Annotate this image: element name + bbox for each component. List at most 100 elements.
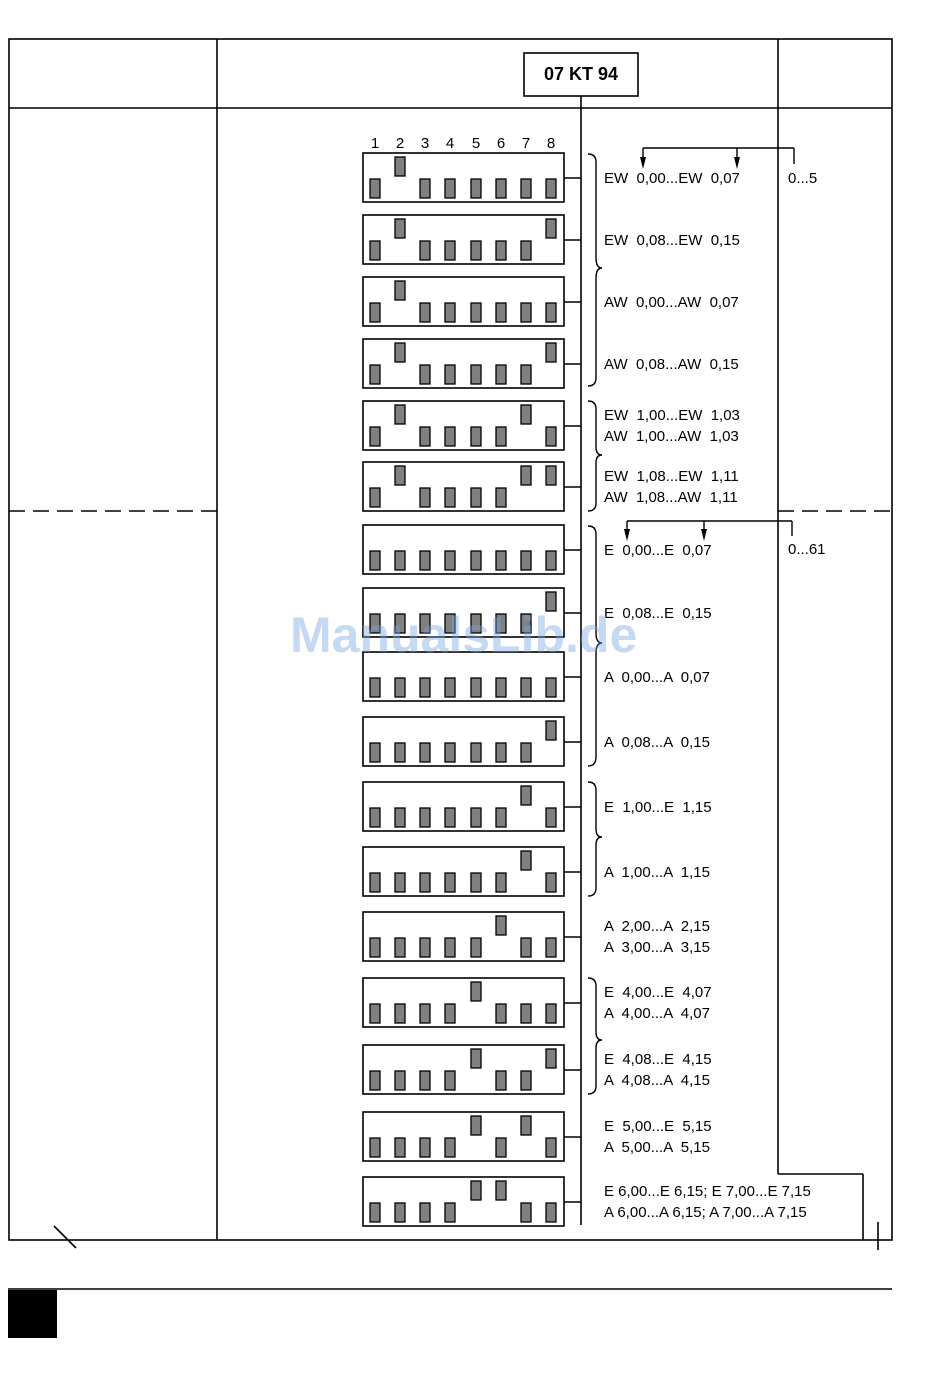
module-label-box: 07 KT 94 <box>523 52 639 97</box>
dip-switch-off <box>369 613 381 634</box>
dip-switch-off <box>419 178 431 199</box>
dip-switch-off <box>545 872 557 893</box>
dip-switch-on <box>545 1048 557 1069</box>
dip-switch-off <box>495 1003 507 1024</box>
dip-switch-off <box>470 302 482 323</box>
dip-switch-off <box>394 937 406 958</box>
dip-switch-off <box>419 364 431 385</box>
dip-switch-off <box>495 1137 507 1158</box>
dip-switch-off <box>444 677 456 698</box>
dip-switch-off <box>520 677 532 698</box>
dip-switch-on <box>495 1180 507 1201</box>
dip-switch-block <box>362 846 565 897</box>
table-frame <box>8 38 893 1290</box>
dip-switch-off <box>419 1070 431 1091</box>
address-range-label: A 4,00...A 4,07 <box>604 1005 710 1022</box>
dip-switch-on <box>545 591 557 612</box>
dip-switch-off <box>495 677 507 698</box>
dip-switch-off <box>444 1202 456 1223</box>
dip-switch-off <box>444 872 456 893</box>
address-range-label: E 1,00...E 1,15 <box>604 799 712 816</box>
dip-switch-off <box>394 742 406 763</box>
dip-switch-off <box>419 487 431 508</box>
dip-switch-off <box>444 178 456 199</box>
dip-switch-off <box>495 487 507 508</box>
dip-switch-off <box>394 613 406 634</box>
dip-switch-off <box>470 240 482 261</box>
range-label-lower: 0...61 <box>788 541 826 558</box>
dip-switch-off <box>419 872 431 893</box>
dip-switch-off <box>520 364 532 385</box>
address-range-label: A 5,00...A 5,15 <box>604 1139 710 1156</box>
dip-switch-block <box>362 214 565 265</box>
address-range-label: A 1,00...A 1,15 <box>604 864 710 881</box>
dip-switch-off <box>545 1137 557 1158</box>
dip-switch-off <box>545 807 557 828</box>
address-range-label: EW 1,08...EW 1,11 <box>604 468 739 485</box>
dip-switch-off <box>470 364 482 385</box>
dip-switch-off <box>545 677 557 698</box>
dip-switch-off <box>520 240 532 261</box>
dip-switch-off <box>470 178 482 199</box>
dip-switch-block <box>362 651 565 702</box>
dip-switch-off <box>369 550 381 571</box>
dip-switch-off <box>520 742 532 763</box>
dip-switch-off <box>444 240 456 261</box>
dip-switch-off <box>470 937 482 958</box>
dip-switch-off <box>520 302 532 323</box>
dip-switch-on <box>470 1115 482 1136</box>
dip-switch-on <box>520 785 532 806</box>
range-arrows-upper <box>640 147 795 169</box>
dip-switch-off <box>369 1003 381 1024</box>
dip-switch-off <box>444 1070 456 1091</box>
dip-switch-off <box>520 550 532 571</box>
dip-switch-off <box>520 1202 532 1223</box>
dip-switch-off <box>495 364 507 385</box>
dip-switch-off <box>495 550 507 571</box>
dip-switch-block <box>362 1176 565 1227</box>
dip-switch-block <box>362 911 565 962</box>
dip-switch-off <box>369 178 381 199</box>
address-range-label: E 4,08...E 4,15 <box>604 1051 712 1068</box>
range-arrows-lower <box>624 520 793 541</box>
dip-switch-off <box>470 677 482 698</box>
dip-switch-block <box>362 1111 565 1162</box>
dip-switch-off <box>419 550 431 571</box>
dip-switch-off <box>495 807 507 828</box>
dip-switch-off <box>495 1070 507 1091</box>
dip-switch-off <box>495 178 507 199</box>
dip-switch-off <box>444 364 456 385</box>
dip-switch-off <box>444 742 456 763</box>
dip-switch-off <box>495 742 507 763</box>
dip-switch-off <box>545 937 557 958</box>
address-range-label: EW 0,08...EW 0,15 <box>604 232 740 249</box>
dip-switch-block <box>362 524 565 575</box>
dip-switch-on <box>545 218 557 239</box>
dip-switch-off <box>419 240 431 261</box>
dip-switch-off <box>545 1003 557 1024</box>
dip-switch-off <box>419 937 431 958</box>
address-range-label: A 4,08...A 4,15 <box>604 1072 710 1089</box>
dip-switch-off <box>545 178 557 199</box>
dip-switch-off <box>444 937 456 958</box>
address-range-label: AW 1,08...AW 1,11 <box>604 489 738 506</box>
dip-switch-on <box>545 465 557 486</box>
dip-position-4: 4 <box>446 135 454 152</box>
dip-switch-on <box>520 1115 532 1136</box>
dip-switch-off <box>495 613 507 634</box>
dip-switch-off <box>419 1137 431 1158</box>
dip-switch-block <box>362 781 565 832</box>
dip-switch-off <box>495 302 507 323</box>
dip-switch-off <box>470 742 482 763</box>
dip-position-7: 7 <box>522 135 530 152</box>
dip-switch-off <box>520 1003 532 1024</box>
dip-switch-off <box>419 1202 431 1223</box>
dip-switch-off <box>394 872 406 893</box>
address-range-label: E 5,00...E 5,15 <box>604 1118 712 1135</box>
dip-switch-block <box>362 977 565 1028</box>
dip-switch-block <box>362 716 565 767</box>
dip-switch-off <box>444 613 456 634</box>
address-range-label: A 6,00...A 6,15; A 7,00...A 7,15 <box>604 1204 807 1221</box>
dip-switch-off <box>444 807 456 828</box>
